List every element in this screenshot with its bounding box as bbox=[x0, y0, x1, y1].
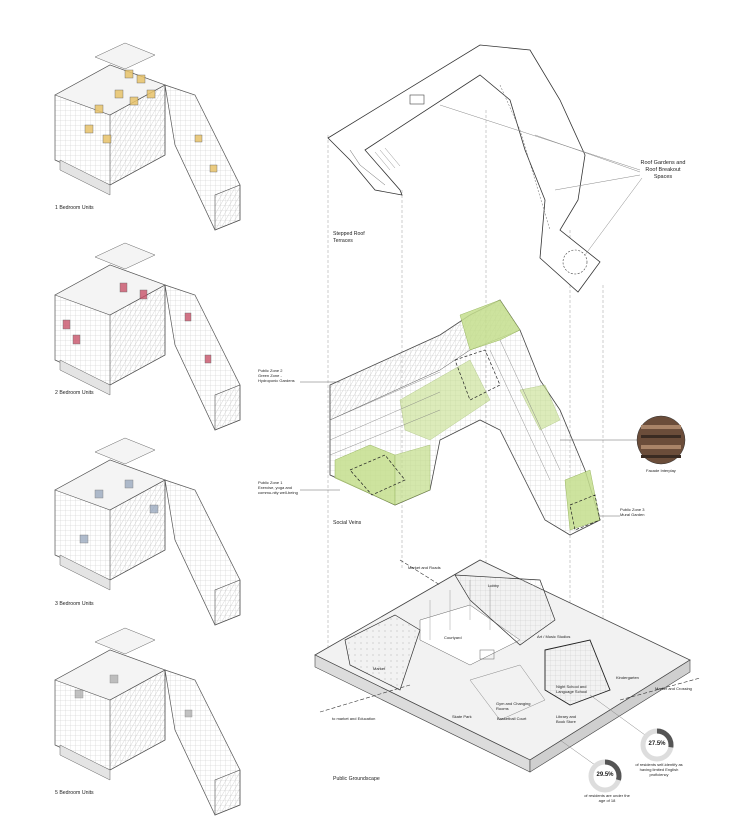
unit-panel-1 bbox=[54, 42, 241, 231]
green-zones bbox=[334, 299, 601, 531]
unit-highlight bbox=[84, 69, 218, 173]
stat-gauge-1 bbox=[640, 728, 674, 762]
stat-value-1: 27.5% bbox=[648, 741, 666, 747]
social-veins-label: Social Veins bbox=[333, 520, 362, 526]
ground-label-to-market: to market and Education bbox=[332, 716, 376, 721]
ground-label-courtyard: Courtyard bbox=[444, 635, 462, 640]
ground-label-market-road: Market and Roads bbox=[408, 565, 441, 570]
ground-label-gym: Gym and Changing Rooms bbox=[496, 701, 531, 711]
stat-value-2: 29.5% bbox=[596, 772, 614, 778]
zone2-desc: Green Zone - Hydroponic Gardens bbox=[258, 373, 295, 383]
unit-panel-2 bbox=[54, 242, 241, 431]
gauge-arc bbox=[640, 728, 674, 762]
ground-label-art-studios: Art / Music Studios bbox=[537, 634, 571, 639]
floor-lines bbox=[329, 339, 561, 481]
ground-label-skate: Skate Park bbox=[452, 714, 472, 719]
unit-caption-2: 2 Bedroom Units bbox=[55, 390, 94, 396]
zone2-title: Public Zone 2 bbox=[258, 368, 283, 373]
ground-label-market: Market bbox=[373, 666, 386, 671]
unit-highlight bbox=[62, 282, 212, 364]
roof-layer bbox=[327, 44, 601, 293]
zone-outlines bbox=[349, 349, 601, 531]
public-zone-2-label: Public Zone 2 Green Zone - Hydroponic Ga… bbox=[258, 368, 300, 383]
zone3-title: Public Zone 3 bbox=[620, 507, 645, 512]
zone1-desc: Exercise, yoga and commu-nity well-being bbox=[258, 485, 298, 495]
public-groundscape-label: Public Groundscape bbox=[333, 776, 380, 782]
middle-leaders bbox=[300, 381, 638, 517]
ground-label-basketball: Basketball Court bbox=[497, 716, 527, 721]
ground-label-lobby: Lobby bbox=[488, 583, 499, 588]
stat-desc-1: of residents self-identify as having lim… bbox=[635, 762, 683, 777]
ground-label-night-school: Night School and Language School bbox=[556, 684, 588, 694]
ground-label-kindergarten: Kindergarten bbox=[616, 675, 639, 680]
unit-caption-1: 1 Bedroom Units bbox=[55, 205, 94, 211]
unit-panel-4 bbox=[54, 627, 241, 816]
unit-caption-4: 5 Bedroom Units bbox=[55, 790, 94, 796]
roof-leaders bbox=[439, 104, 643, 256]
stat-gauge-2 bbox=[588, 759, 622, 793]
ground-layer bbox=[314, 559, 701, 773]
ground-label-transport: Market and Crossing bbox=[655, 686, 692, 691]
facade-interplay-label: Facade Interplay bbox=[646, 468, 676, 473]
gauge-arc bbox=[588, 759, 622, 793]
unit-panel-3 bbox=[54, 437, 241, 626]
facade-interplay-image bbox=[636, 415, 686, 465]
roof-gardens-label: Roof Gardens and Roof Breakout Spaces bbox=[640, 160, 686, 180]
ground-label-library: Library and Book Store bbox=[556, 714, 577, 724]
unit-highlight bbox=[79, 479, 159, 544]
stat-desc-2: of residents are under the age of 18 bbox=[584, 793, 630, 803]
public-zone-1-label: Public Zone 1 Exercise, yoga and commu-n… bbox=[258, 480, 300, 495]
zone3-desc: Mural Garden bbox=[620, 512, 645, 517]
public-zone-3-label: Public Zone 3 Mural Garden bbox=[620, 507, 660, 517]
unit-caption-3: 3 Bedroom Units bbox=[55, 601, 94, 607]
stepped-roof-label: Stepped Roof Terraces bbox=[333, 231, 365, 244]
zone1-title: Public Zone 1 bbox=[258, 480, 283, 485]
unit-highlight bbox=[74, 674, 193, 718]
middle-layer bbox=[329, 299, 601, 536]
